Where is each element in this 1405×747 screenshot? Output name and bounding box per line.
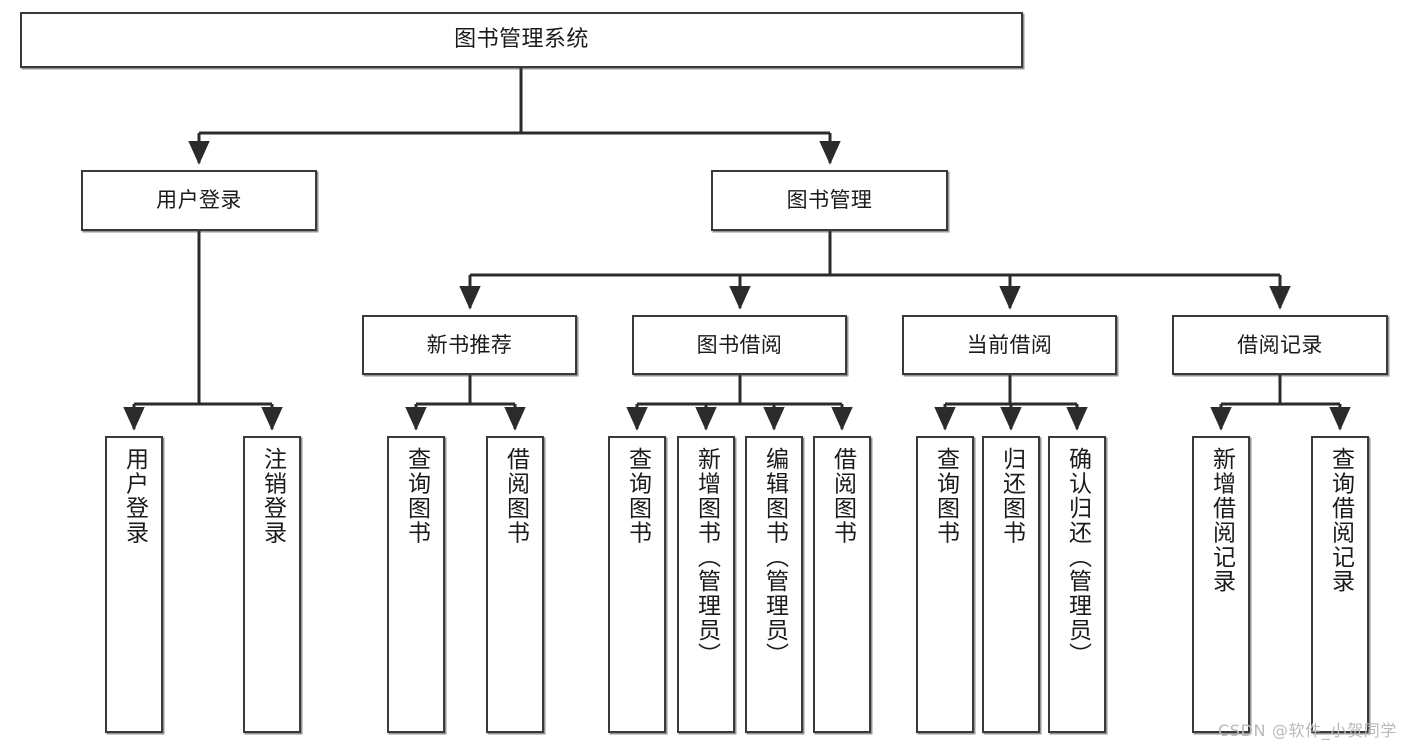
node-leaf-add-record-label: 新增借阅记录 <box>1208 447 1235 594</box>
node-leaf-query-record-label: 查询借阅记录 <box>1327 447 1354 594</box>
node-leaf-query-book-current[interactable]: 查询图书 <box>916 436 974 733</box>
node-leaf-confirm-return[interactable]: 确认归还（管理员） <box>1048 436 1106 733</box>
node-book-borrow[interactable]: 图书借阅 <box>632 315 847 375</box>
node-leaf-borrow-book[interactable]: 借阅图书 <box>813 436 871 733</box>
node-leaf-borrow-book-new[interactable]: 借阅图书 <box>486 436 544 733</box>
node-borrow-record-label: 借阅记录 <box>1237 332 1323 357</box>
node-leaf-return-book-label: 归还图书 <box>998 447 1025 545</box>
node-leaf-borrow-book-new-label: 借阅图书 <box>502 447 529 545</box>
node-book-borrow-label: 图书借阅 <box>696 332 783 357</box>
node-book-management[interactable]: 图书管理 <box>711 170 948 231</box>
node-leaf-return-book[interactable]: 归还图书 <box>982 436 1040 733</box>
node-new-book-recommend[interactable]: 新书推荐 <box>362 315 577 375</box>
node-leaf-logout-label: 注销登录 <box>259 447 286 545</box>
node-leaf-confirm-return-label: 确认归还（管理员） <box>1064 447 1091 667</box>
node-root[interactable]: 图书管理系统 <box>20 12 1023 68</box>
node-book-management-label: 图书管理 <box>786 188 873 213</box>
node-leaf-edit-book[interactable]: 编辑图书（管理员） <box>745 436 803 733</box>
node-current-borrow[interactable]: 当前借阅 <box>902 315 1117 375</box>
node-user-login-label: 用户登录 <box>156 188 242 213</box>
node-new-book-recommend-label: 新书推荐 <box>426 332 513 357</box>
node-current-borrow-label: 当前借阅 <box>966 332 1053 357</box>
node-leaf-add-record[interactable]: 新增借阅记录 <box>1192 436 1250 733</box>
node-leaf-query-book-new-label: 查询图书 <box>403 447 430 545</box>
watermark-text: CSDN @软件_小贺同学 <box>1217 721 1397 740</box>
node-leaf-query-book-current-label: 查询图书 <box>932 447 959 545</box>
node-leaf-edit-book-label: 编辑图书（管理员） <box>761 447 788 667</box>
node-user-login[interactable]: 用户登录 <box>81 170 317 231</box>
node-leaf-query-book-new[interactable]: 查询图书 <box>387 436 445 733</box>
node-leaf-add-book[interactable]: 新增图书（管理员） <box>677 436 735 733</box>
node-leaf-query-book-borrow-label: 查询图书 <box>624 447 651 545</box>
node-root-label: 图书管理系统 <box>454 27 589 53</box>
node-leaf-query-book-borrow[interactable]: 查询图书 <box>608 436 666 733</box>
node-leaf-user-login-label: 用户登录 <box>121 447 148 545</box>
node-leaf-query-record[interactable]: 查询借阅记录 <box>1311 436 1369 733</box>
node-borrow-record[interactable]: 借阅记录 <box>1172 315 1388 375</box>
node-leaf-user-login[interactable]: 用户登录 <box>105 436 163 733</box>
node-leaf-borrow-book-label: 借阅图书 <box>829 447 856 545</box>
node-leaf-add-book-label: 新增图书（管理员） <box>693 447 720 667</box>
node-leaf-logout[interactable]: 注销登录 <box>243 436 301 733</box>
